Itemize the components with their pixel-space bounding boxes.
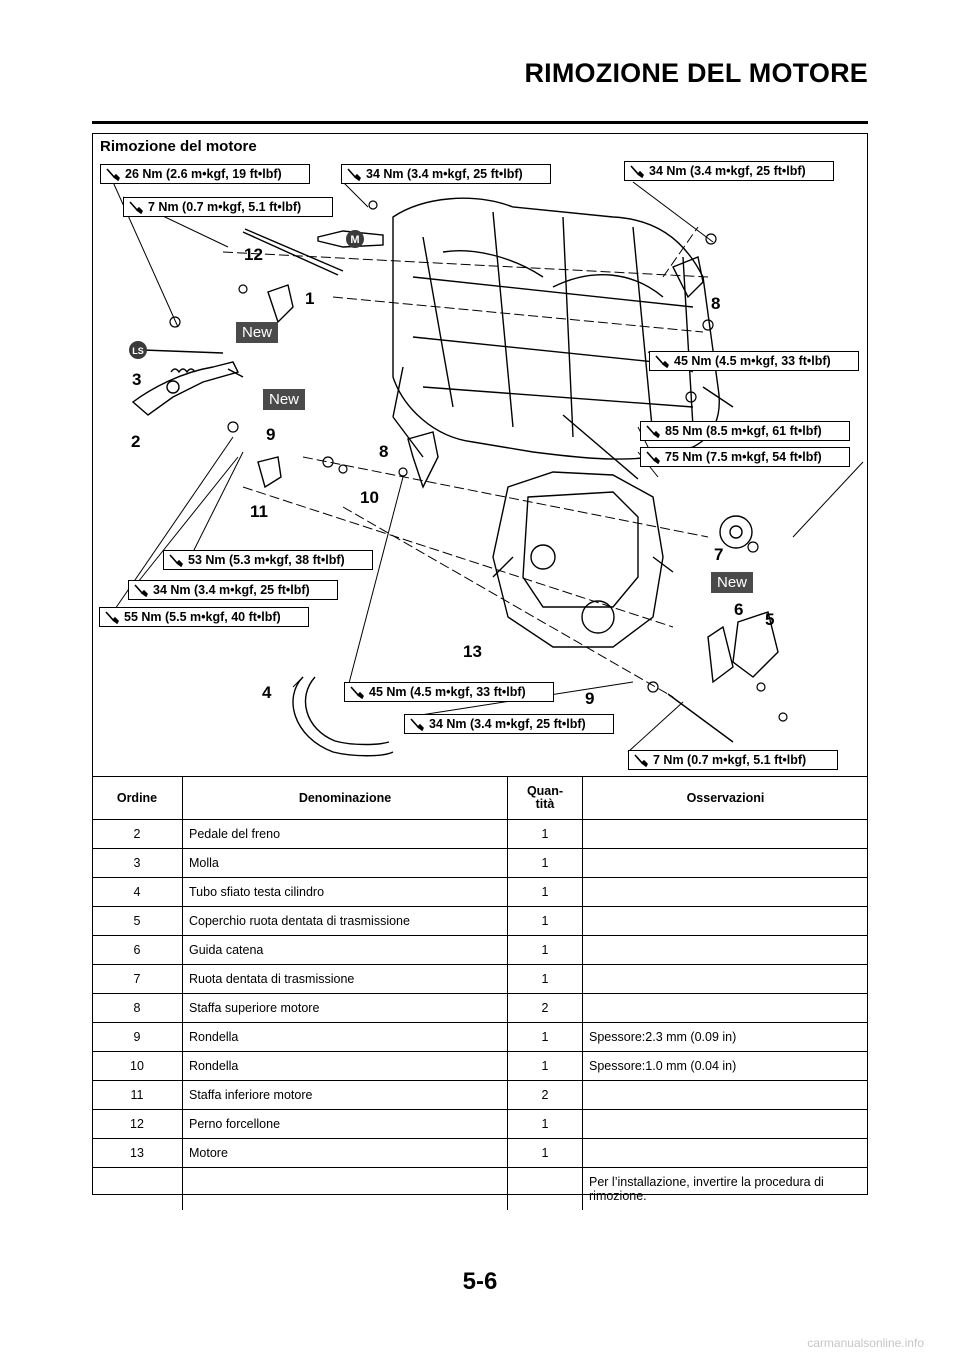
torque-label: 34 Nm (3.4 m•kgf, 25 ft•lbf) (404, 714, 614, 734)
header-rule (92, 121, 868, 124)
lubricant-m-symbol: M (350, 234, 359, 246)
torque-label: 45 Nm (4.5 m•kgf, 33 ft•lbf) (344, 682, 554, 702)
wrench-icon (654, 354, 670, 368)
torque-label: 85 Nm (8.5 m•kgf, 61 ft•lbf) (640, 421, 850, 441)
column-header-osservazioni: Osservazioni (582, 776, 868, 820)
callout-number: 8 (379, 442, 389, 461)
page-number: 5-6 (462, 1268, 498, 1295)
callout-number: 4 (262, 683, 272, 702)
callout-number: 6 (734, 600, 744, 619)
table-header-row: Ordine Denominazione Quan- tità Osservaz… (92, 776, 868, 820)
wrench-icon (105, 167, 121, 181)
callout-number: 12 (244, 245, 263, 264)
new-part-tag: New (236, 322, 279, 343)
locktite-ls-symbol: LS (132, 346, 144, 356)
wrench-icon (168, 553, 184, 567)
callout-number: 7 (714, 545, 724, 564)
callout-number: 11 (250, 502, 268, 521)
wrench-icon (349, 685, 365, 699)
wrench-icon (645, 424, 661, 438)
wrench-icon (128, 200, 144, 214)
wrench-icon (409, 717, 425, 731)
section-title: Rimozione del motore (100, 138, 257, 155)
torque-label: 26 Nm (2.6 m•kgf, 19 ft•lbf) (100, 164, 310, 184)
torque-label: 75 Nm (7.5 m•kgf, 54 ft•lbf) (640, 447, 850, 467)
column-header-denominazione: Denominazione (182, 776, 508, 820)
wrench-icon (346, 167, 362, 181)
column-header-ordine: Ordine (92, 776, 183, 820)
callout-number: 13 (463, 642, 482, 661)
callout-number: 9 (585, 689, 595, 708)
torque-label: 34 Nm (3.4 m•kgf, 25 ft•lbf) (341, 164, 551, 184)
engine-exploded-diagram: M LS (112, 181, 864, 757)
torque-label: 34 Nm (3.4 m•kgf, 25 ft•lbf) (128, 580, 338, 600)
wrench-icon (645, 450, 661, 464)
callout-number: 2 (131, 432, 141, 451)
wrench-icon (133, 583, 149, 597)
callout-number: 10 (360, 488, 379, 507)
callout-number: 5 (765, 610, 775, 629)
callout-number: 3 (132, 370, 142, 389)
torque-label: 34 Nm (3.4 m•kgf, 25 ft•lbf) (624, 161, 834, 181)
callout-number: 1 (305, 289, 315, 308)
new-part-tag: New (711, 572, 754, 593)
wrench-icon (633, 753, 649, 767)
torque-label: 55 Nm (5.5 m•kgf, 40 ft•lbf) (99, 607, 309, 627)
torque-label: 7 Nm (0.7 m•kgf, 5.1 ft•lbf) (123, 197, 333, 217)
installation-note: Per l’installazione, invertire la proced… (582, 1167, 868, 1210)
torque-label: 53 Nm (5.3 m•kgf, 38 ft•lbf) (163, 550, 373, 570)
torque-label: 45 Nm (4.5 m•kgf, 33 ft•lbf) (649, 351, 859, 371)
wrench-icon (104, 610, 120, 624)
torque-label: 7 Nm (0.7 m•kgf, 5.1 ft•lbf) (628, 750, 838, 770)
watermark: carmanualsonline.info (807, 1336, 924, 1350)
callout-number: 8 (711, 294, 721, 313)
wrench-icon (629, 164, 645, 178)
new-part-tag: New (263, 389, 306, 410)
column-header-quantita: Quan- tità (507, 776, 583, 820)
parts-table: Ordine Denominazione Quan- tità Osservaz… (92, 776, 868, 1210)
callout-number: 9 (266, 425, 276, 444)
page-title: RIMOZIONE DEL MOTORE (524, 58, 868, 88)
table-row-note: Per l’installazione, invertire la proced… (92, 1167, 868, 1210)
